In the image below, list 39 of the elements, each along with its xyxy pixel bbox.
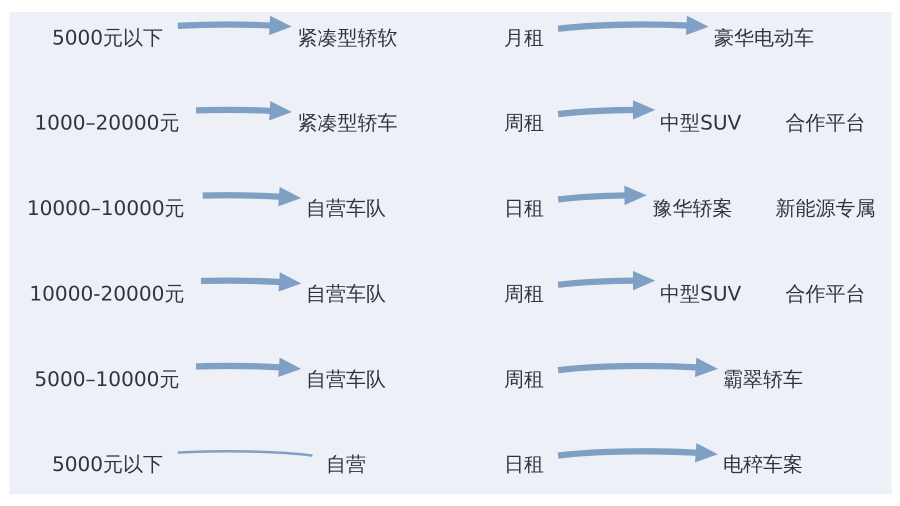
- node-text: 月租: [503, 25, 544, 50]
- arrow: [177, 16, 292, 36]
- node-text: 日租: [503, 196, 544, 220]
- arrow: [557, 100, 655, 120]
- arrow: [557, 358, 718, 378]
- node-label: 新能源专属: [775, 196, 876, 220]
- arrow: [557, 186, 646, 206]
- node-text: 10000–10000元: [26, 196, 184, 220]
- node-text: 豫华轿案: [652, 196, 732, 220]
- node-text: 自营: [326, 452, 366, 476]
- node-text: 5000元以下: [51, 452, 163, 476]
- node-text: 中型SUV: [660, 110, 741, 135]
- node-text: 5000元以下: [51, 25, 163, 50]
- node-text: 周租: [503, 110, 544, 135]
- arrow: [557, 16, 708, 36]
- node-text: 自营车队: [306, 281, 386, 306]
- node-text: 自营车队: [306, 366, 386, 391]
- node-text: 紧凑型轿软: [296, 25, 397, 50]
- node-text: 中型SUV: [660, 281, 741, 306]
- node-text: 周租: [503, 366, 544, 391]
- arrow: [200, 272, 301, 292]
- node-text: 紧凑型轿车: [296, 110, 397, 135]
- arrow: [557, 442, 718, 462]
- node-text: 霸翠轿车: [722, 366, 802, 391]
- node-text: 自营车队: [306, 196, 386, 220]
- node-text: 日租: [503, 452, 544, 476]
- node-text: 电稡车案: [722, 452, 802, 476]
- node-text: 豪华电动车: [714, 25, 814, 50]
- node-label: 合作平台: [785, 110, 866, 135]
- node-text: 1000–20000元: [34, 110, 179, 135]
- node-text: 10000-20000元: [28, 281, 184, 306]
- node-text: 5000–10000元: [34, 366, 179, 391]
- arrow: [202, 186, 301, 206]
- arrow: [557, 270, 655, 290]
- connector: [177, 450, 312, 457]
- node-text: 周租: [503, 281, 544, 306]
- arrow: [195, 101, 292, 120]
- arrow: [195, 358, 301, 378]
- node-label: 合作平台: [785, 281, 866, 306]
